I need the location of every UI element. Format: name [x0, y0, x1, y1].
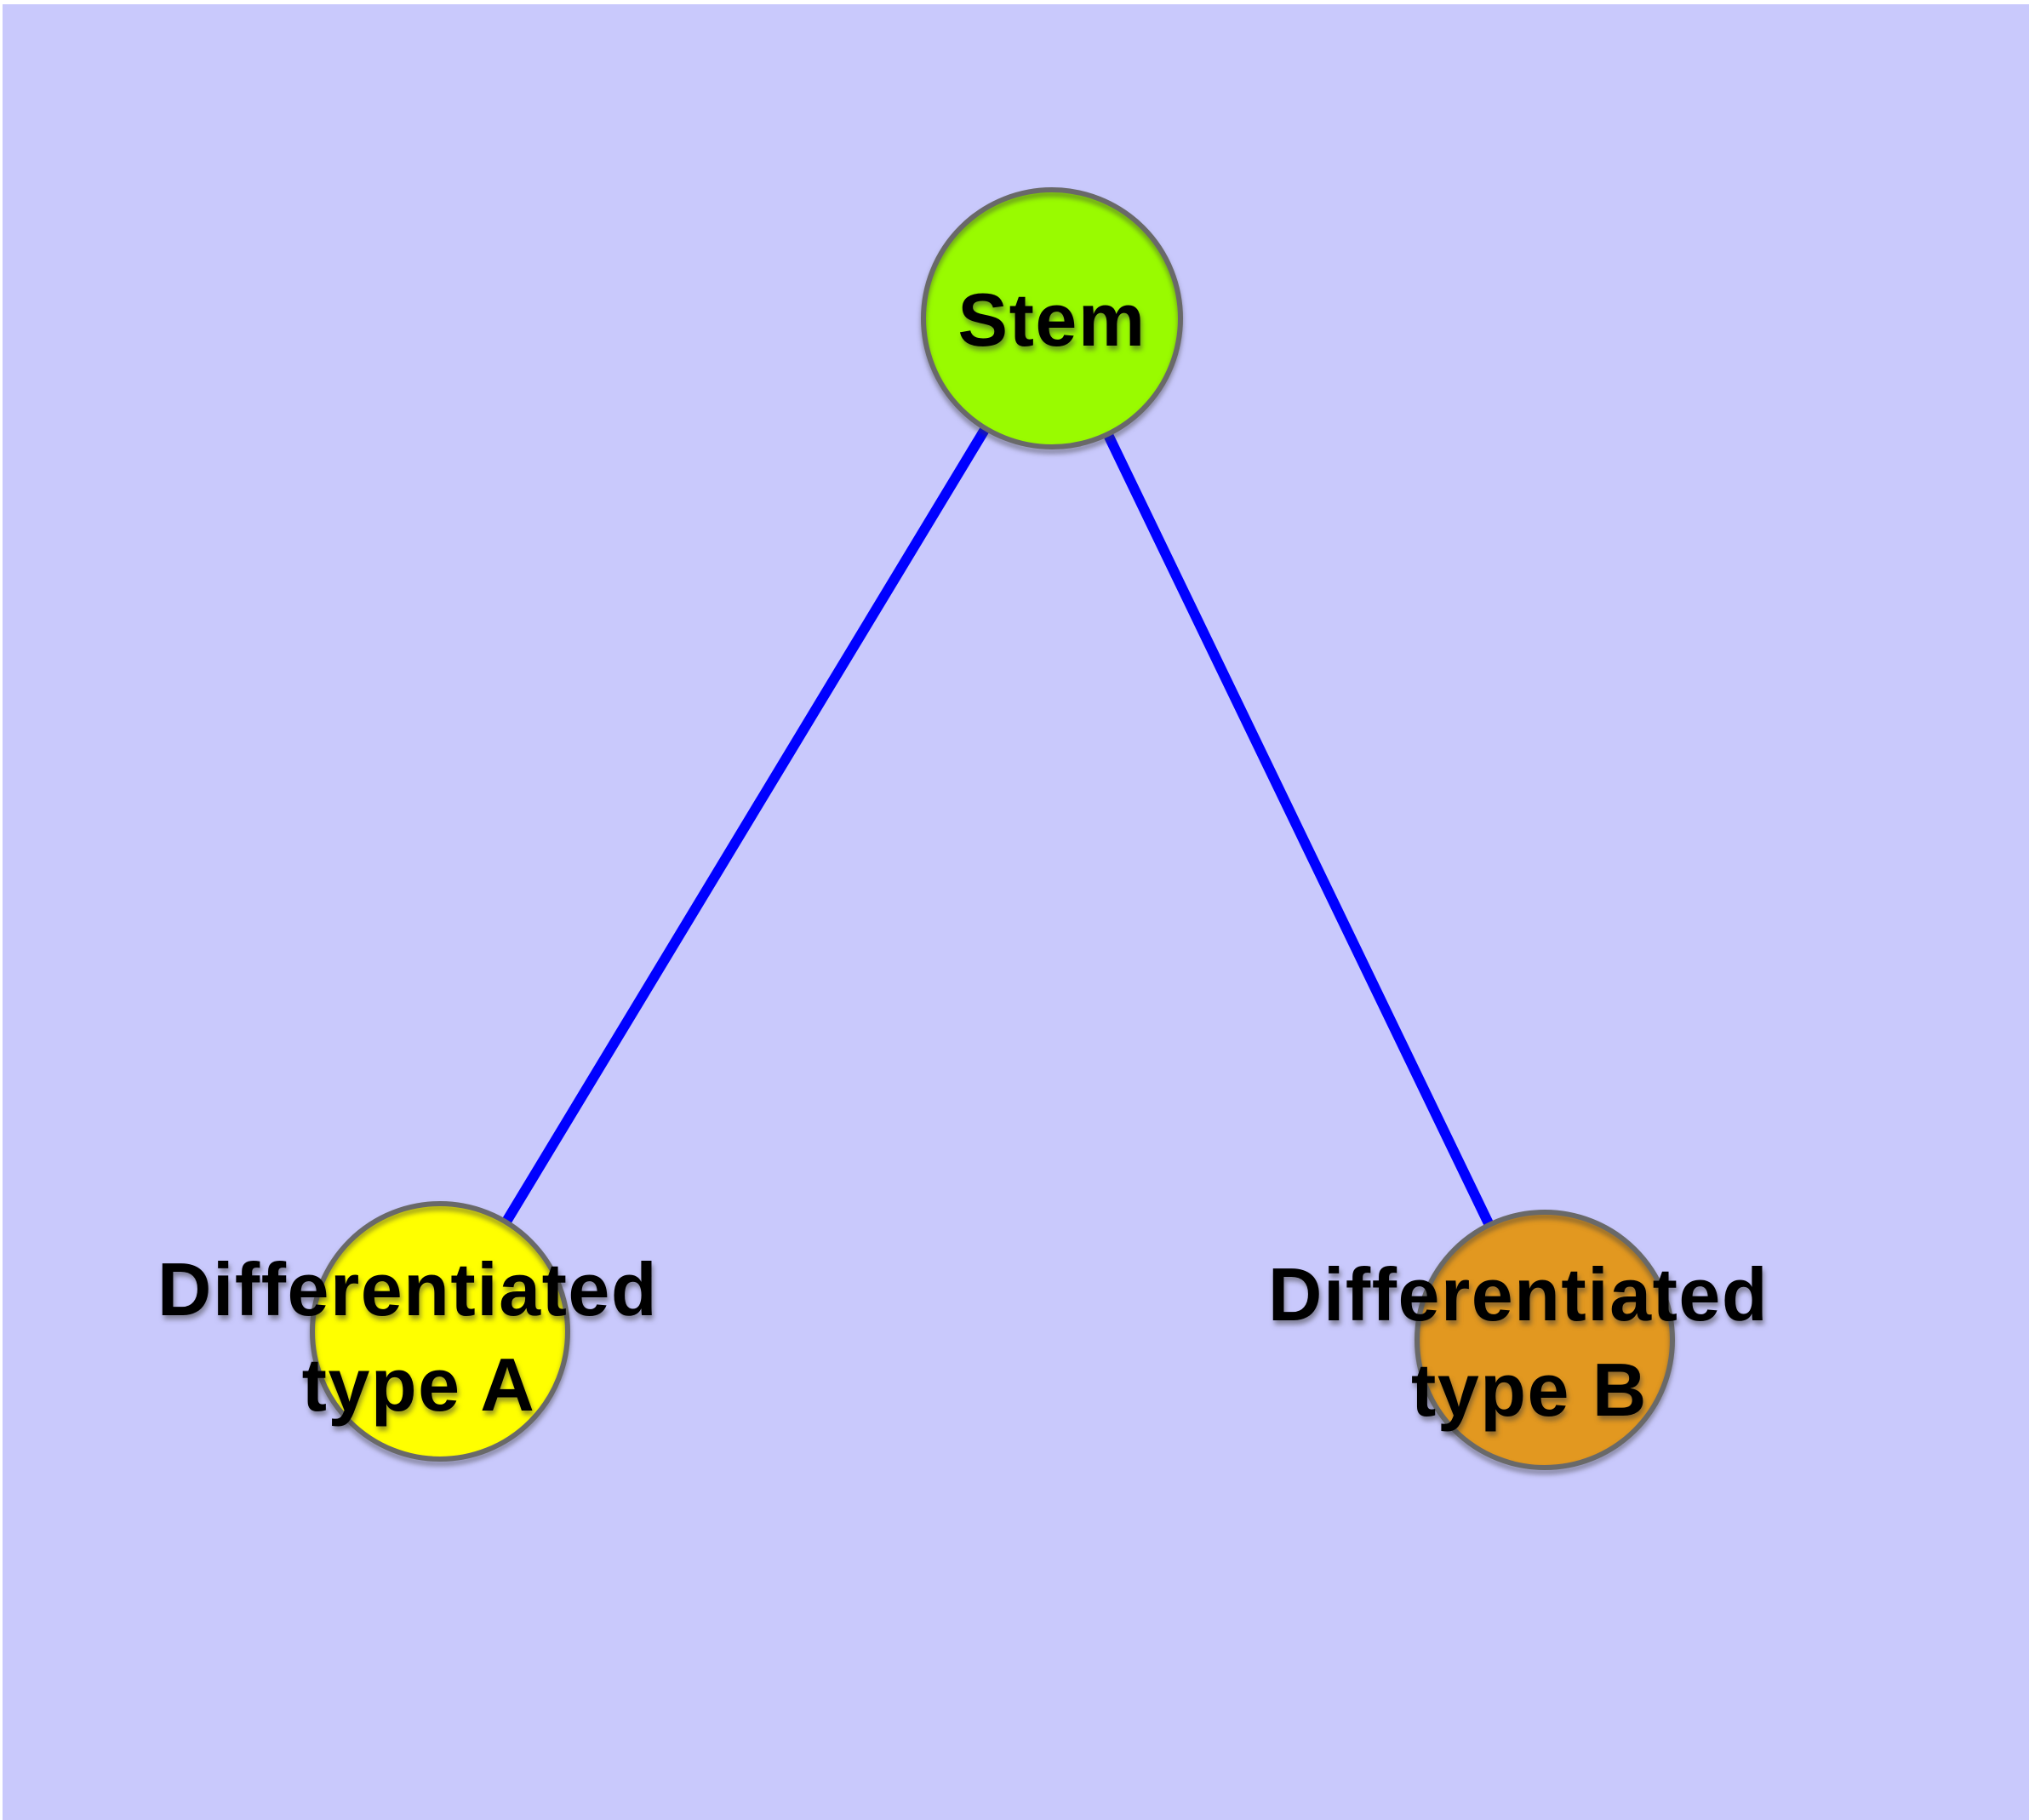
differentiated-type-a-label-line1: Differentiated	[157, 1247, 658, 1331]
differentiated-type-b-label: Differentiated type B	[1268, 1252, 1791, 1432]
node-stem: Stem	[921, 187, 1183, 449]
stem-node-circle	[923, 190, 1180, 447]
node-differentiated-type-a: Differentiated type A	[157, 1201, 680, 1462]
edge-group	[435, 315, 1550, 1342]
stem-node-label: Stem	[957, 278, 1146, 362]
differentiated-type-b-label-line1: Differentiated	[1268, 1252, 1769, 1336]
differentiated-type-a-label: Differentiated type A	[157, 1247, 680, 1427]
differentiated-type-a-border	[310, 1201, 570, 1462]
differentiated-type-a-label-line2: type A	[302, 1342, 536, 1427]
differentiated-type-a-circle	[312, 1204, 568, 1459]
edge-stem-to-differentiated-type-a	[435, 315, 1057, 1335]
differentiated-type-b-border	[1415, 1210, 1675, 1470]
node-differentiated-type-b: Differentiated type B	[1268, 1210, 1791, 1470]
differentiated-type-b-circle	[1417, 1212, 1672, 1468]
differentiated-type-b-label-line2: type B	[1411, 1348, 1648, 1432]
stem-node-border	[921, 187, 1183, 449]
edge-stem-to-differentiated-type-b	[1047, 316, 1550, 1342]
